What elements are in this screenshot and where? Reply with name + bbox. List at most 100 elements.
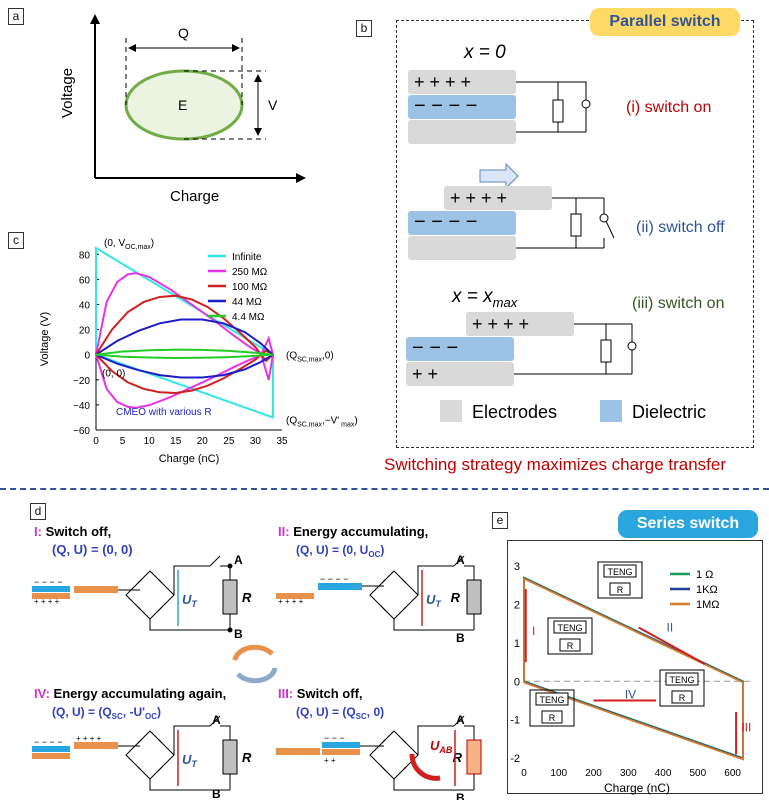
roman-iv: IV [625,688,636,702]
teng-label: TENG [669,675,694,685]
r-label: R [549,713,556,723]
xmax-sub: max [493,295,518,310]
c-annot-qsc: (QSC,max,0) [286,351,334,364]
c-annot-bottom: (QSC,max,−V' max) [286,416,358,429]
e-xlabel: Charge (nC) [604,781,670,795]
c-annot-top: (0, VOC,max) [104,238,154,251]
e-x-tick: 400 [655,768,672,779]
s2-title: Energy accumulating, [293,524,428,539]
series-switch-badge: Series switch [618,510,758,538]
svg-text:UAB: UAB [430,738,453,755]
teng-block [535,692,569,706]
s2-b: B [456,631,465,645]
panel-c-label: c [8,232,24,249]
s4-eq-end: ) [157,705,161,719]
legend-dielectric: Dielectric [632,402,706,422]
r-block [541,710,563,724]
s2-eq: (Q, U) = (0, U [296,543,368,557]
s3-r: R [453,750,463,765]
s2-roman: II: [278,524,290,539]
x0-label: x = 0 [463,42,506,63]
s2-ut-sub: T [435,599,442,609]
r-label: R [679,693,686,703]
teng-box [597,561,643,599]
roman-iii: III [741,720,751,734]
e-legend-label: 1MΩ [696,599,720,611]
c-legend-label: Infinite [232,252,262,263]
c-annot-origin: (0, 0) [102,369,125,380]
s1-plus: + + + + [34,597,60,606]
s4-ut: U [182,752,192,767]
c-x-tick: 15 [170,436,182,447]
svg-text:II: Energy accumulating,: II: Energy accumulating, [278,524,428,539]
s3-eq-sub: SC [356,712,367,721]
s2-r: R [451,590,461,605]
state-i-label: (i) switch on [626,99,711,116]
s1-roman: I: [34,524,42,539]
s2-eq-end: ) [380,543,384,557]
s3-eq: (Q, U) = (Q [296,705,356,719]
s4-a: A [212,713,221,727]
s2-eq-sub: OC [368,550,380,559]
c-y-tick: 20 [79,326,91,337]
s1-b: B [234,627,243,641]
s4-minus: − − − − [34,737,63,747]
s4-eq-mid: , -U' [123,705,145,719]
e-x-tick: 300 [620,768,637,779]
c-x-tick: 0 [93,436,99,447]
s1-r: R [242,590,252,605]
plus-charges-3: + + + + [472,314,529,334]
c-legend-label: 4.4 MΩ [232,312,265,323]
svg-text:IV: Energy accumulating again,: IV: Energy accumulating again, [34,686,226,701]
svg-text:(Q, U) = (QSC, -U'OC): (Q, U) = (QSC, -U'OC) [52,705,161,721]
s3-roman: III: [278,686,293,701]
charge-axis-label: Charge [170,188,219,205]
c-x-tick: 5 [120,436,126,447]
minus-charges-3: − − − [412,337,458,359]
panel-e-label: e [492,512,508,529]
teng-block [665,672,699,686]
panel-d-label: d [30,503,46,520]
svg-text:III: Switch off,: III: Switch off, [278,686,363,701]
e-label: E [178,97,187,113]
teng-block [603,564,637,578]
c-legend-label: 250 MΩ [232,267,268,278]
svg-text:UT: UT [182,592,198,609]
s4-ut-sub: T [191,759,198,769]
s4-roman: IV: [34,686,50,701]
teng-box [529,689,575,727]
c-y-tick: 0 [84,351,90,362]
c-legend-label: 100 MΩ [232,282,268,293]
minus-charges-2: − − − − [414,211,477,233]
c-legend-label: 44 MΩ [232,297,262,308]
s3-b: B [456,791,465,800]
c-y-tick: 40 [79,300,91,311]
s3-title: Switch off, [297,686,363,701]
switching-caption: Switching strategy maximizes charge tran… [384,455,727,474]
c-xlabel: Charge (nC) [159,453,220,465]
teng-box [547,617,593,655]
voltage-axis-label: Voltage [59,68,76,118]
roman-ii: II [667,620,674,634]
c-ylabel: Voltage (V) [39,312,51,366]
r-label: R [567,641,574,651]
e-x-tick: 0 [521,768,527,779]
svg-text:UT: UT [182,752,198,769]
plus-charges-2: + + + + [450,188,507,208]
s3-plus: + + [324,756,336,765]
s2-minus: − − − − [320,574,349,584]
c-series-line [95,294,274,363]
s1-ut-sub: T [191,599,198,609]
minus-charges-1: − − − − [414,95,477,117]
section-divider [0,488,769,490]
e-y-tick: 3 [514,561,520,573]
s2-a: A [456,553,465,567]
teng-box [659,669,705,707]
r-block [671,690,693,704]
xmax-label: x = x [451,286,494,307]
s1-minus: − − − − [34,577,63,587]
s3-uab-sub: AB [438,745,452,755]
roman-i: I [532,624,535,638]
teng-label: TENG [539,695,564,705]
